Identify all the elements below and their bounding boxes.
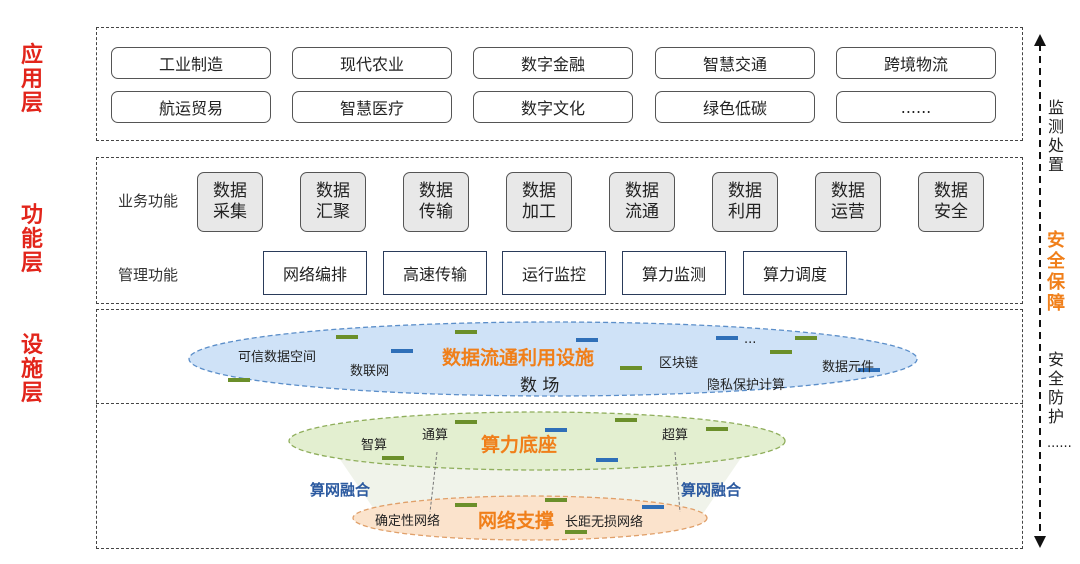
- arrow-down-icon: [1034, 536, 1046, 548]
- business-function-box: 数据利用: [712, 172, 778, 232]
- app-pill: 数字文化: [473, 91, 633, 123]
- data-field-ellipse: [188, 321, 918, 397]
- business-function-box: 数据安全: [918, 172, 984, 232]
- app-pill: 工业制造: [111, 47, 271, 79]
- data-field-subtitle: 数 场: [520, 376, 560, 396]
- function-layer-box: [96, 157, 1023, 304]
- data-field-item: 数联网: [350, 364, 390, 379]
- compute-ellipse: [288, 411, 786, 471]
- arrow-up-icon: [1034, 34, 1046, 46]
- business-function-box: 数据流通: [609, 172, 675, 232]
- layer-label-function: 功能层: [20, 203, 43, 276]
- app-pill: 数字金融: [473, 47, 633, 79]
- network-item: 长距无损网络: [565, 515, 644, 530]
- app-pill: 现代农业: [292, 47, 452, 79]
- business-function-box: 数据传输: [403, 172, 469, 232]
- convergence-label-right: 算网融合: [681, 481, 742, 499]
- compute-title: 算力底座: [481, 434, 558, 456]
- connector-line: [674, 451, 681, 513]
- management-function-box: 运行监控: [502, 251, 606, 295]
- security-protection-label: 安全防护: [1041, 350, 1071, 426]
- business-function-box: 数据采集: [197, 172, 263, 232]
- data-field-item: 区块链: [659, 356, 699, 371]
- business-function-label: 业务功能: [118, 192, 179, 210]
- layer-label-infrastructure: 设施层: [20, 333, 43, 406]
- app-pill: 智慧交通: [655, 47, 815, 79]
- app-pill: 智慧医疗: [292, 91, 452, 123]
- right-ellipsis: ......: [1047, 436, 1072, 451]
- compute-item: 通算: [422, 428, 449, 443]
- application-layer-box: [96, 27, 1023, 141]
- monitoring-label: 监测处置: [1041, 98, 1071, 174]
- management-function-box: 网络编排: [263, 251, 367, 295]
- management-function-box: 算力调度: [743, 251, 847, 295]
- network-title: 网络支撑: [478, 510, 555, 532]
- compute-item: 超算: [662, 428, 689, 443]
- infrastructure-divider: [96, 403, 1023, 404]
- compute-item: 智算: [361, 438, 388, 453]
- data-field-item: 可信数据空间: [238, 350, 317, 365]
- data-field-item: 数据元件: [822, 360, 875, 375]
- management-function-label: 管理功能: [118, 266, 179, 284]
- app-pill: 航运贸易: [111, 91, 271, 123]
- node-decorations: [228, 330, 880, 534]
- business-function-box: 数据运营: [815, 172, 881, 232]
- app-pill: ......: [836, 91, 996, 123]
- business-function-box: 数据汇聚: [300, 172, 366, 232]
- infrastructure-layer-box: [96, 309, 1023, 549]
- data-field-title: 数据流通利用设施: [442, 347, 595, 369]
- app-pill: 绿色低碳: [655, 91, 815, 123]
- app-pill: 跨境物流: [836, 47, 996, 79]
- business-function-box: 数据加工: [506, 172, 572, 232]
- security-guarantee-label: 安全保障: [1041, 230, 1071, 314]
- network-item: 确定性网络: [375, 514, 441, 529]
- data-field-item: ...: [744, 332, 757, 347]
- data-field-item: 隐私保护计算: [707, 378, 786, 393]
- network-ellipse: [352, 495, 708, 541]
- connector-line: [429, 451, 438, 513]
- layer-label-application: 应用层: [20, 43, 43, 116]
- management-function-box: 高速传输: [383, 251, 487, 295]
- management-function-box: 算力监测: [622, 251, 726, 295]
- convergence-label-left: 算网融合: [310, 481, 371, 499]
